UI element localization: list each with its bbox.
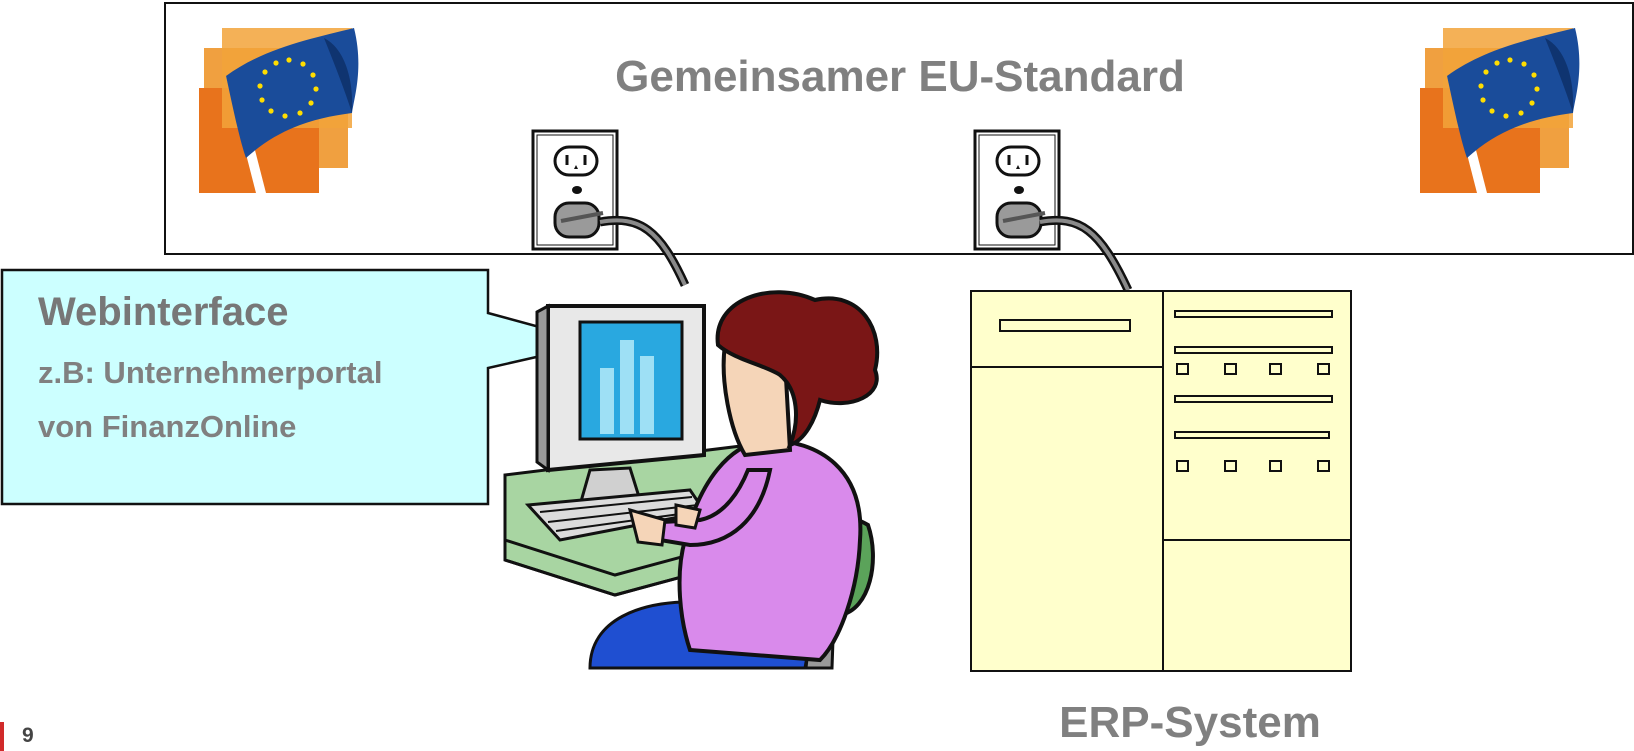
- slide-number-marker: [0, 722, 4, 751]
- power-outlet-icon-left: [531, 129, 619, 251]
- slide-number: 9: [22, 724, 34, 747]
- eu-flag-icon-right: [1420, 28, 1580, 193]
- callout-text: Webinterface z.B: Unternehmerportal von …: [38, 290, 478, 454]
- power-cord-right-inner: [1039, 218, 1130, 291]
- callout-line-2: von FinanzOnline: [38, 409, 297, 444]
- person-at-computer-illustration: [503, 290, 880, 670]
- eu-flag-icon-left: [199, 28, 359, 193]
- power-cord-left-inner: [599, 218, 687, 286]
- eu-standard-title: Gemeinsamer EU-Standard: [615, 52, 1185, 101]
- callout-line-1: z.B: Unternehmerportal: [38, 355, 383, 390]
- erp-system-label: ERP-System: [1059, 698, 1321, 747]
- erp-server-cabinet-illustration: [970, 290, 1352, 672]
- power-outlet-icon-right: [973, 129, 1061, 251]
- eu-standard-band: [164, 2, 1634, 255]
- callout-title: Webinterface: [38, 290, 289, 334]
